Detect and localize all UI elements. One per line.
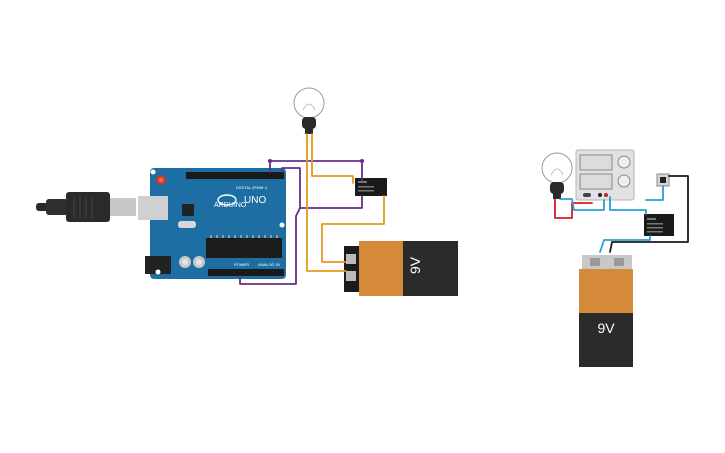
wire-orange-1[interactable] <box>306 133 347 272</box>
wire-purple-3[interactable] <box>239 207 301 285</box>
power-analog-header <box>208 269 284 276</box>
usb-cable[interactable] <box>36 192 136 222</box>
battery-right-label: 9V <box>597 320 615 336</box>
analog-header-label: ANALOG IN <box>258 262 280 267</box>
wire-purple-2[interactable] <box>281 167 363 209</box>
wire-red-1[interactable] <box>554 198 593 219</box>
battery-9v-right[interactable]: 9V <box>579 255 633 367</box>
light-bulb-left[interactable] <box>293 87 325 134</box>
arduino-uno-board[interactable]: ARDUINO UNO DIGITAL (PWM~) POWER ANALOG … <box>138 168 286 279</box>
digital-header <box>186 172 284 179</box>
wire-teal-2[interactable] <box>609 196 647 215</box>
light-bulb-right[interactable] <box>541 152 573 199</box>
microcontroller-chip <box>206 238 282 258</box>
battery-9v-left[interactable]: 9V <box>344 241 458 296</box>
arduino-infinity-icon <box>217 194 237 206</box>
relay-right[interactable] <box>644 214 674 236</box>
push-button[interactable] <box>656 173 670 187</box>
wire-purple-1[interactable] <box>269 160 363 181</box>
wire-teal-3[interactable] <box>645 185 664 201</box>
power-header-label: POWER <box>234 262 249 267</box>
power-supply-unit[interactable] <box>575 149 635 201</box>
wire-orange-3[interactable] <box>321 195 385 263</box>
arduino-logo-text: ARDUINO <box>214 202 247 209</box>
battery-left-label: 9V <box>407 256 423 274</box>
relay-left[interactable] <box>355 178 387 196</box>
wire-orange-2[interactable] <box>311 133 354 184</box>
digital-header-label: DIGITAL (PWM~) <box>236 185 268 190</box>
arduino-model-text: UNO <box>244 195 266 206</box>
wire-teal-4[interactable] <box>599 235 651 253</box>
wire-black-1[interactable] <box>609 175 689 253</box>
wire-teal-1[interactable] <box>559 198 605 211</box>
